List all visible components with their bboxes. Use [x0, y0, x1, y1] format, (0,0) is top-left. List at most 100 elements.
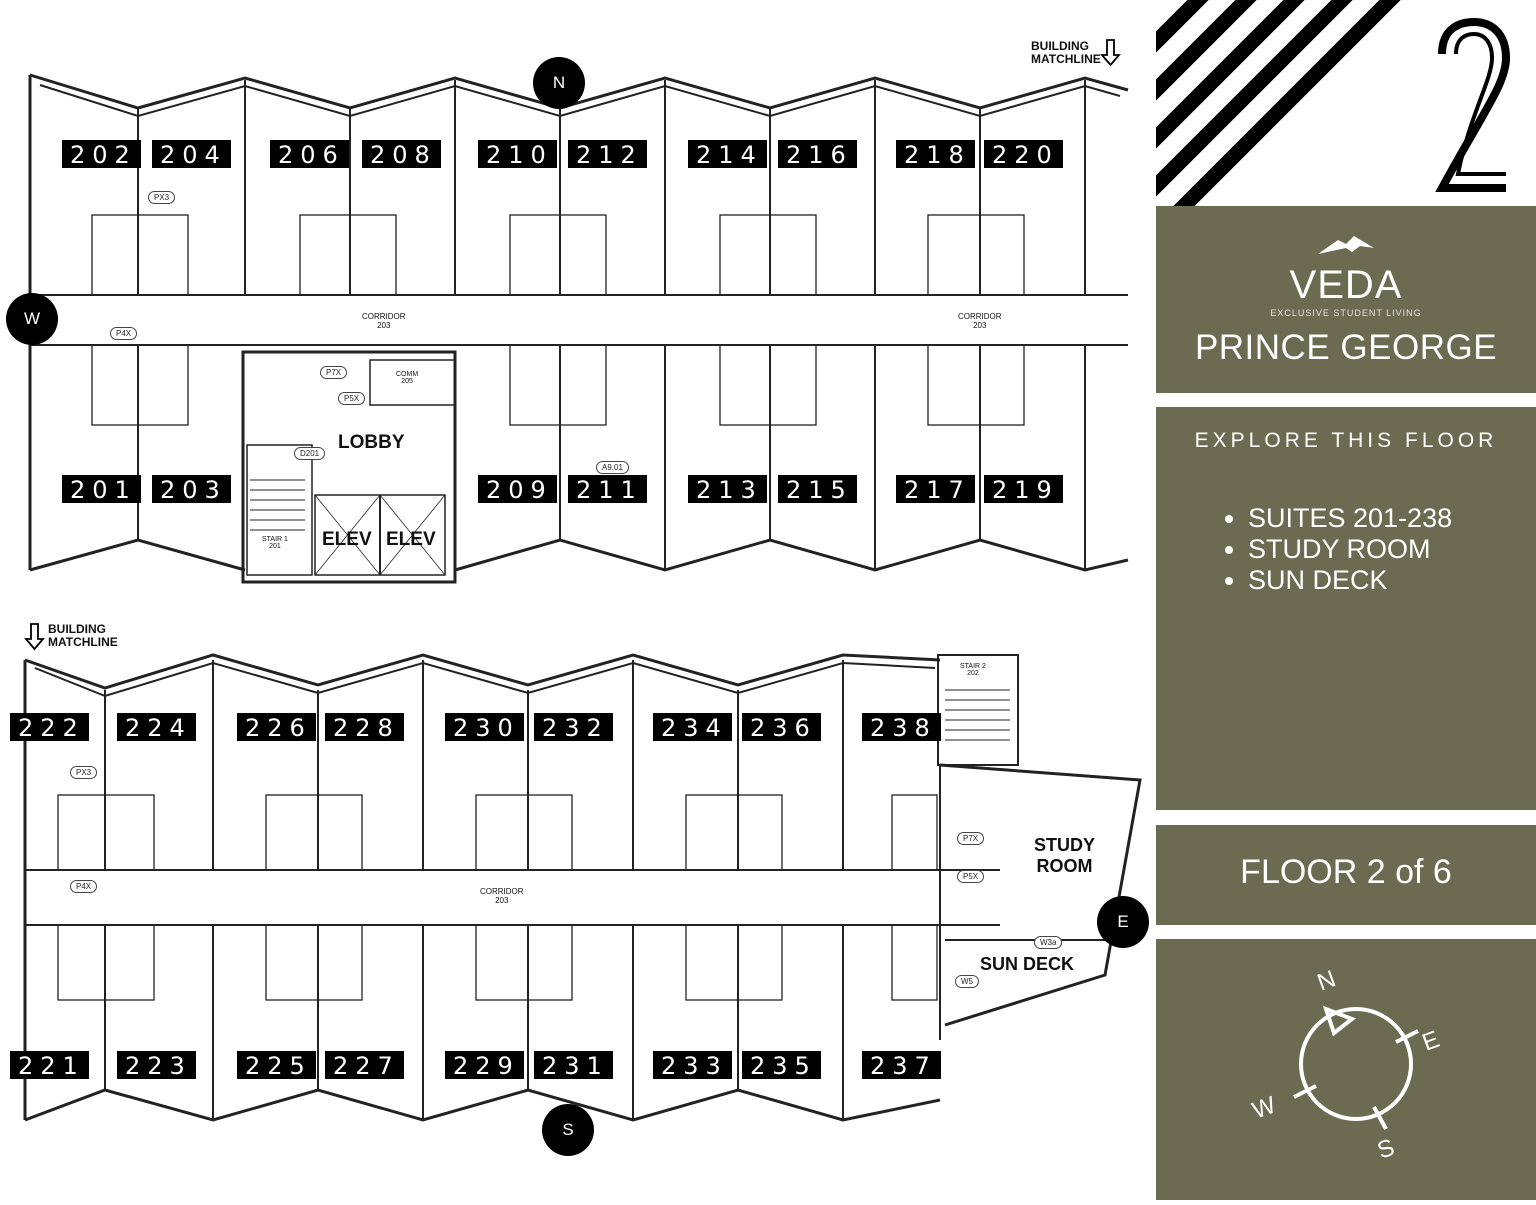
- unit-label-222[interactable]: 222: [10, 713, 89, 741]
- unit-label-216[interactable]: 216: [778, 140, 857, 168]
- rose-n: N: [1314, 965, 1340, 996]
- unit-label-217[interactable]: 217: [896, 475, 975, 503]
- unit-label-236[interactable]: 236: [742, 713, 821, 741]
- unit-label-221[interactable]: 221: [10, 1051, 89, 1079]
- unit-label-234[interactable]: 234: [653, 713, 732, 741]
- brand-name: VEDA: [1289, 263, 1403, 307]
- veda-logo: VEDA EXCLUSIVE STUDENT LIVING: [1156, 234, 1536, 318]
- unit-label-229[interactable]: 229: [445, 1051, 524, 1079]
- tag-p4x: P4X: [110, 327, 138, 340]
- comm-name: COMM: [396, 371, 419, 378]
- tag-a901: A9.01: [596, 461, 629, 474]
- explore-title: EXPLORE THIS FLOOR: [1194, 429, 1498, 452]
- rose-s: S: [1374, 1134, 1398, 1165]
- compass-rose: N E S W: [1249, 965, 1443, 1165]
- unit-label-214[interactable]: 214: [688, 140, 767, 168]
- stair-name: STAIR 2: [960, 663, 986, 670]
- list-item: STUDY ROOM: [1248, 534, 1452, 565]
- stair-label-north: STAIR 1 201: [262, 536, 288, 550]
- comm-number: 205: [401, 378, 413, 385]
- tag-p7x: P7X: [320, 366, 348, 379]
- elevator-label-2: ELEV: [386, 529, 436, 550]
- brand-tagline: EXCLUSIVE STUDENT LIVING: [1270, 308, 1422, 318]
- unit-label-237[interactable]: 237: [862, 1051, 941, 1079]
- lobby-label: LOBBY: [338, 432, 405, 453]
- mountain-icon: [1318, 236, 1374, 254]
- unit-label-206[interactable]: 206: [270, 140, 349, 168]
- tag-px3: PX3: [70, 766, 98, 779]
- unit-label-224[interactable]: 224: [117, 713, 196, 741]
- corridor-name: CORRIDOR: [362, 312, 406, 321]
- stair-number: 201: [269, 543, 281, 550]
- comm-label: COMM 205: [396, 371, 418, 385]
- floor-plan: BUILDING MATCHLINE BUILDING MATCHLINE 20…: [6, 39, 1149, 1156]
- study-room-label: STUDY ROOM: [1034, 835, 1096, 876]
- elevator-label-1: ELEV: [322, 529, 372, 550]
- unit-label-212[interactable]: 212: [568, 140, 647, 168]
- brand-panel: VEDA EXCLUSIVE STUDENT LIVING PRINCE GEO…: [1156, 206, 1536, 393]
- tag-w5: W5: [955, 975, 979, 988]
- unit-label-231[interactable]: 231: [534, 1051, 613, 1079]
- tag-p7x: P7X: [957, 832, 985, 845]
- unit-label-230[interactable]: 230: [445, 713, 524, 741]
- corridor-number: 203: [973, 321, 987, 330]
- corridor-label-north-east: CORRIDOR 203: [958, 312, 1002, 330]
- unit-label-215[interactable]: 215: [778, 475, 857, 503]
- corridor-name: CORRIDOR: [958, 312, 1002, 321]
- unit-label-213[interactable]: 213: [688, 475, 767, 503]
- corridor-number: 203: [377, 321, 391, 330]
- explore-list: SUITES 201-238 STUDY ROOM SUN DECK: [1248, 503, 1452, 596]
- stair-label-south: STAIR 2 202: [960, 663, 986, 677]
- corridor-label-north: CORRIDOR 203: [362, 312, 406, 330]
- east-marker: E: [1097, 896, 1149, 948]
- unit-label-211[interactable]: 211: [568, 475, 647, 503]
- floor-info-panel: FLOOR 2 of 6: [1156, 825, 1536, 925]
- sun-deck-label: SUN DECK: [980, 954, 1075, 974]
- unit-label-225[interactable]: 225: [237, 1051, 316, 1079]
- tag-p4x: P4X: [70, 880, 98, 893]
- unit-label-223[interactable]: 223: [117, 1051, 196, 1079]
- compass-panel: N E S W: [1156, 939, 1536, 1200]
- stair-name: STAIR 1: [262, 536, 288, 543]
- tag-w3a: W3a: [1034, 936, 1063, 949]
- unit-label-204[interactable]: 204: [152, 140, 231, 168]
- unit-label-226[interactable]: 226: [237, 713, 316, 741]
- tag-p5x: P5X: [957, 870, 985, 883]
- south-marker: S: [542, 1104, 594, 1156]
- unit-label-227[interactable]: 227: [325, 1051, 404, 1079]
- unit-label-201[interactable]: 201: [62, 475, 141, 503]
- north-marker: N: [533, 57, 585, 109]
- unit-label-202[interactable]: 202: [62, 140, 141, 168]
- unit-label-232[interactable]: 232: [534, 713, 613, 741]
- unit-label-209[interactable]: 209: [478, 475, 557, 503]
- floor-number-graphic: [1435, 17, 1511, 192]
- unit-label-203[interactable]: 203: [152, 475, 231, 503]
- north-arrow-icon: [1322, 1005, 1357, 1037]
- unit-label-238[interactable]: 238: [862, 713, 941, 741]
- rose-e: E: [1419, 1026, 1443, 1057]
- rose-w: W: [1249, 1091, 1280, 1124]
- location-title: PRINCE GEORGE: [1194, 328, 1498, 367]
- corridor-number: 203: [495, 896, 509, 905]
- list-item: SUN DECK: [1248, 565, 1452, 596]
- tag-p5x: P5X: [338, 392, 366, 405]
- unit-label-219[interactable]: 219: [984, 475, 1063, 503]
- unit-label-235[interactable]: 235: [742, 1051, 821, 1079]
- matchline-label-south: BUILDING MATCHLINE: [48, 622, 118, 649]
- unit-label-208[interactable]: 208: [362, 140, 441, 168]
- unit-label-218[interactable]: 218: [896, 140, 975, 168]
- explore-panel: EXPLORE THIS FLOOR SUITES 201-238 STUDY …: [1156, 407, 1536, 810]
- unit-label-220[interactable]: 220: [984, 140, 1063, 168]
- matchline-label-north: BUILDING MATCHLINE: [1031, 39, 1101, 66]
- unit-label-210[interactable]: 210: [478, 140, 557, 168]
- floor-plan-drawing: [23, 39, 1142, 1122]
- west-marker: W: [6, 293, 58, 345]
- tag-d201: D201: [294, 447, 326, 460]
- floor-info-text: FLOOR 2 of 6: [1240, 853, 1452, 891]
- corridor-name: CORRIDOR: [480, 887, 524, 896]
- diagonal-stripes-decoration: [1156, 0, 1401, 206]
- stair-number: 202: [967, 670, 979, 677]
- list-item: SUITES 201-238: [1248, 503, 1452, 534]
- unit-label-233[interactable]: 233: [653, 1051, 732, 1079]
- unit-label-228[interactable]: 228: [325, 713, 404, 741]
